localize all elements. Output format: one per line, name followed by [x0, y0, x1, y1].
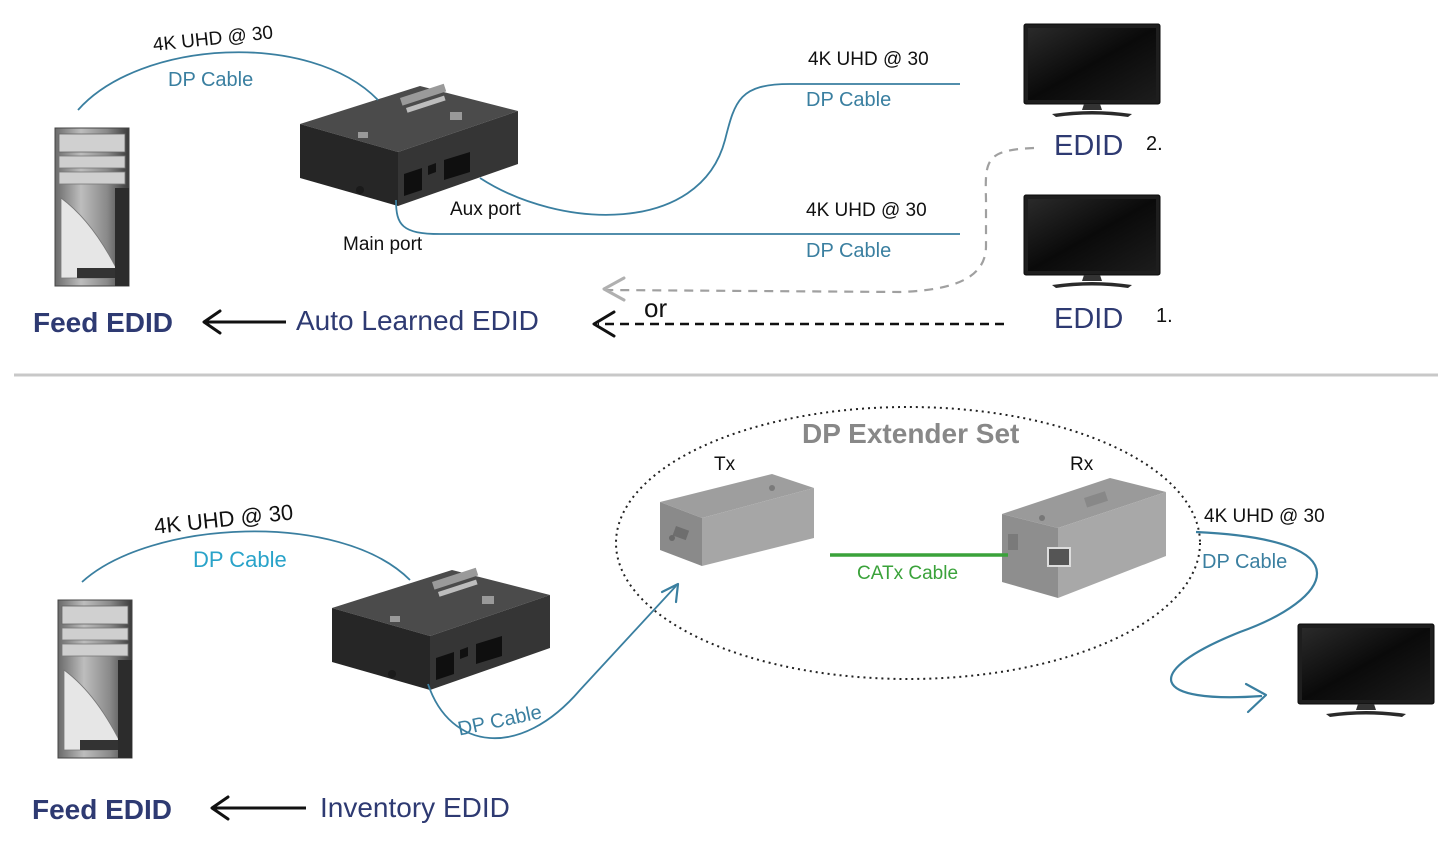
bottom-section — [57, 406, 1435, 821]
monitor-icon — [1297, 623, 1435, 718]
monitor-icon — [1023, 23, 1161, 118]
edid-1-arrow-head-icon — [592, 310, 616, 338]
transmitter-device-icon — [660, 474, 814, 566]
aux-port-cable-line — [479, 83, 960, 216]
catx-cable-label: CATx Cable — [857, 563, 959, 584]
bottom-feed-edid-label: Feed EDID — [32, 794, 173, 825]
top-feed-edid-label: Feed EDID — [33, 307, 174, 338]
edid-1-label: EDID — [1054, 303, 1124, 335]
pc-dp-cable-line — [77, 51, 379, 111]
monitor-cable-spec-label: 4K UHD @ 30 — [1204, 506, 1325, 527]
bottom-pc-cable-type-label: DP Cable — [193, 547, 287, 572]
lower-monitor-cable-label: DP Cable — [806, 240, 892, 262]
rx-to-monitor-arrow-head-icon — [1244, 682, 1268, 714]
main-port-cable-line — [395, 199, 960, 235]
upper-monitor-spec-label: 4K UHD @ 30 — [808, 49, 929, 70]
rx-to-monitor-cable-line — [1170, 530, 1318, 699]
pc-tower-icon — [54, 127, 130, 287]
main-port-label: Main port — [343, 234, 423, 255]
rx-label: Rx — [1070, 454, 1094, 475]
feeder-to-tx-cable-line — [427, 585, 677, 739]
aux-port-label: Aux port — [450, 199, 521, 220]
pc-dp-cable-line — [81, 530, 411, 583]
upper-monitor-cable-label: DP Cable — [806, 89, 892, 111]
edid-2-number: 2. — [1146, 133, 1163, 155]
or-label: or — [644, 293, 668, 323]
edid-2-arrow-head-icon — [602, 276, 626, 302]
feed-arrow-head-icon — [202, 309, 222, 335]
receiver-device-icon — [1001, 477, 1167, 599]
pc-tower-icon — [57, 599, 133, 759]
edid-2-dashed-arrow-line — [605, 146, 1035, 294]
edid-feeder-device-icon — [332, 567, 550, 690]
auto-learned-edid-label: Auto Learned EDID — [296, 305, 539, 336]
top-section — [54, 23, 1161, 338]
edid-feeder-device-icon — [300, 83, 518, 206]
lower-monitor-spec-label: 4K UHD @ 30 — [806, 200, 927, 221]
edid-2-label: EDID — [1054, 130, 1124, 162]
edid-1-number: 1. — [1156, 305, 1173, 327]
monitor-cable-type-label: DP Cable — [1202, 551, 1288, 573]
feed-arrow-head-icon — [210, 795, 230, 821]
pc-cable-type-label: DP Cable — [168, 69, 254, 91]
extender-set-title: DP Extender Set — [802, 418, 1020, 449]
feeder-to-tx-arrow-head-icon — [660, 582, 680, 604]
monitor-icon — [1023, 194, 1161, 289]
inventory-edid-label: Inventory EDID — [320, 792, 510, 823]
tx-label: Tx — [714, 454, 736, 475]
extender-set-boundary — [615, 406, 1201, 680]
